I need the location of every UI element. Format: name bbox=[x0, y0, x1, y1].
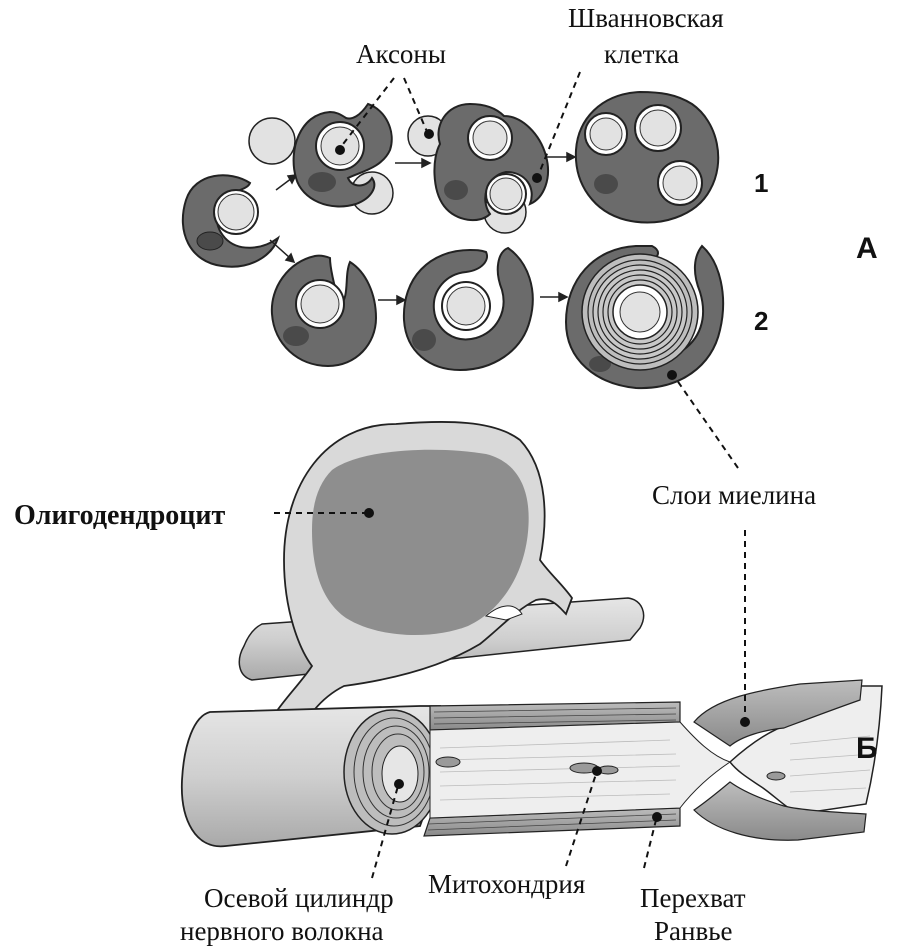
label-ranvier-line2: Ранвье bbox=[654, 916, 733, 946]
panel-letter-b: Б bbox=[856, 732, 878, 765]
label-schwann-line1: Шванновская bbox=[568, 3, 724, 33]
schwann-cell-step1 bbox=[183, 175, 278, 266]
oligodendrocyte-cell bbox=[262, 422, 572, 742]
label-mitochondrion: Митохондрия bbox=[428, 869, 585, 899]
label-schwann-line2: клетка bbox=[604, 39, 679, 69]
panel-letter-a: А bbox=[856, 232, 878, 265]
label-axial-line1: Осевой цилиндр bbox=[204, 883, 394, 913]
label-axial-line2: нервного волокна bbox=[180, 916, 384, 946]
schwann-cell-row2-step2 bbox=[272, 256, 376, 366]
label-axons: Аксоны bbox=[356, 39, 446, 69]
axon-circle bbox=[249, 118, 295, 164]
myelinated-fiber-main bbox=[182, 702, 730, 846]
label-myelin-layers: Слои миелина bbox=[652, 480, 816, 510]
panel-a-illustration bbox=[183, 92, 723, 388]
schwann-cell-row1-step4 bbox=[576, 92, 718, 222]
schwann-cell-row2-step4 bbox=[566, 246, 723, 388]
schwann-cell-row1-step3 bbox=[434, 104, 548, 220]
label-oligodendrocyte: Олигодендроцит bbox=[14, 500, 226, 531]
row-number-1: 1 bbox=[754, 168, 768, 198]
schwann-cell-row2-step3 bbox=[404, 248, 533, 370]
row-number-2: 2 bbox=[754, 306, 768, 336]
label-ranvier-line1: Перехват bbox=[640, 883, 746, 913]
